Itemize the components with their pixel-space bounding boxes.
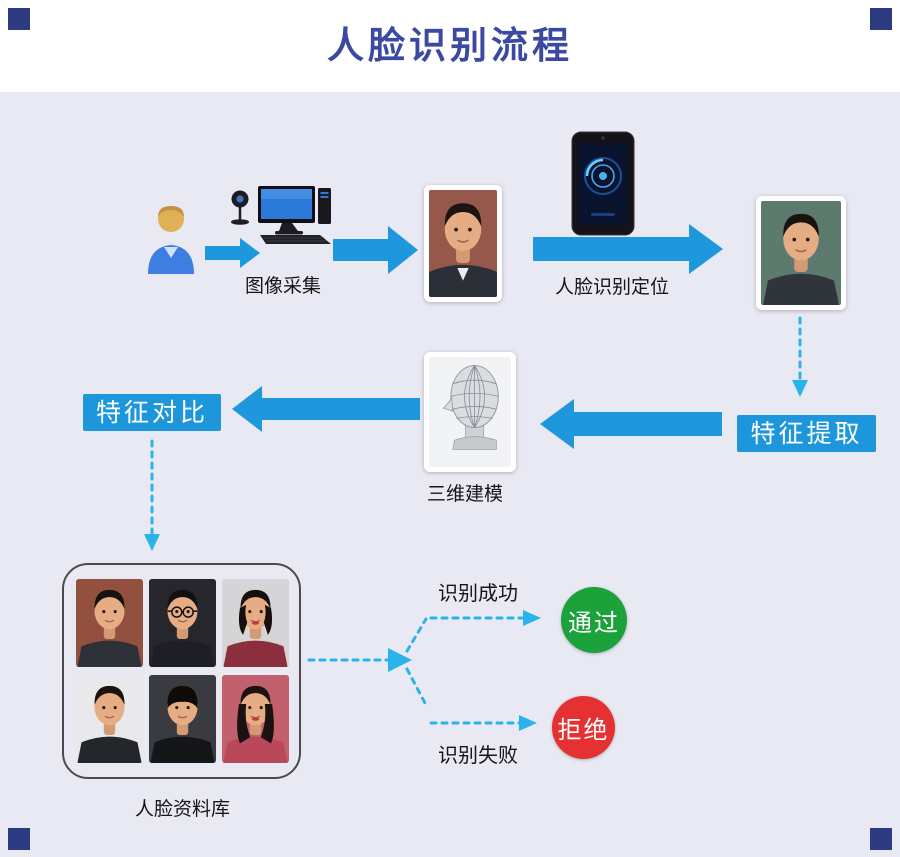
- database-label: 人脸资料库: [134, 798, 230, 820]
- located-face-photo: [756, 196, 846, 310]
- database-photo-1: [76, 579, 143, 667]
- database-photo-6: [222, 675, 289, 763]
- feature-extract-box: 特征提取: [737, 415, 876, 452]
- captured-face-photo: [424, 185, 502, 302]
- dashed-branch-down: [405, 667, 428, 707]
- database-photo-4: [76, 675, 143, 763]
- arrow-extract-to-modeling: [540, 399, 722, 449]
- fail-label: 识别失败: [438, 743, 518, 767]
- person-icon: [140, 202, 202, 274]
- arrow-capture-to-photo: [333, 226, 418, 274]
- arrow-person-to-capture: [205, 238, 260, 268]
- terminal-icon: [567, 131, 639, 237]
- corner-decoration-bottom-left: [8, 828, 30, 850]
- database-photo-2: [149, 579, 216, 667]
- corner-decoration-bottom-right: [870, 828, 892, 850]
- dashed-to-reject-head: [519, 715, 537, 731]
- face-database-grid: [62, 563, 301, 779]
- pass-badge: 通过: [561, 587, 627, 653]
- dashed-database-out-head: [388, 648, 412, 672]
- corner-decoration-top-right: [870, 8, 892, 30]
- detect-step-label: 人脸识别定位: [554, 276, 669, 298]
- wireframe-head-icon: [424, 352, 516, 472]
- corner-decoration-top-left: [8, 8, 30, 30]
- feature-compare-box: 特征对比: [83, 394, 221, 431]
- database-photo-3: [222, 579, 289, 667]
- header: 人脸识别流程: [0, 0, 900, 92]
- dashed-photo-to-extract-head: [792, 380, 808, 397]
- modeling-step-label: 三维建模: [426, 483, 503, 505]
- database-photo-5: [149, 675, 216, 763]
- dashed-to-pass-head: [523, 610, 541, 626]
- reject-badge: 拒绝: [552, 696, 615, 759]
- capture-step-label: 图像采集: [244, 275, 321, 297]
- arrow-photo-to-located-photo: [533, 224, 723, 274]
- dashed-branch-up: [405, 617, 428, 653]
- dashed-compare-to-database-head: [144, 534, 160, 551]
- webcam-pc-icon: [228, 186, 333, 246]
- success-label: 识别成功: [438, 581, 518, 605]
- arrow-modeling-to-compare: [232, 386, 420, 432]
- page-title: 人脸识别流程: [327, 24, 573, 67]
